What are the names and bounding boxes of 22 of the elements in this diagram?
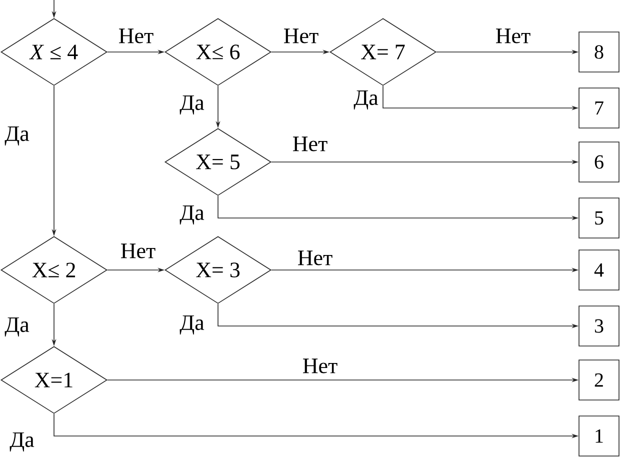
edge-label: Нет — [296, 250, 334, 266]
edge-label: Нет — [282, 28, 320, 44]
result-box: 5 — [578, 198, 620, 238]
edge-label: Да — [4, 125, 30, 147]
edge-label: Нет — [119, 242, 157, 260]
result-box: 7 — [578, 88, 620, 128]
edge-label: Да — [4, 316, 30, 338]
result-box: 8 — [578, 32, 620, 72]
result-box: 3 — [578, 306, 620, 346]
edge-label: Нет — [291, 136, 329, 152]
edge-label: Да — [352, 89, 380, 111]
result-box: 1 — [578, 416, 620, 456]
edge-label: Да — [178, 204, 206, 226]
edge-label: Да — [8, 431, 36, 453]
edge-label: Да — [178, 314, 206, 336]
result-box: 2 — [578, 360, 620, 400]
result-box: 6 — [578, 142, 620, 182]
edge-label: Нет — [494, 28, 532, 44]
edge-label: Да — [178, 94, 206, 116]
result-box: 4 — [578, 250, 620, 290]
edge-label: Нет — [117, 28, 155, 44]
edge-label: Нет — [301, 358, 339, 374]
